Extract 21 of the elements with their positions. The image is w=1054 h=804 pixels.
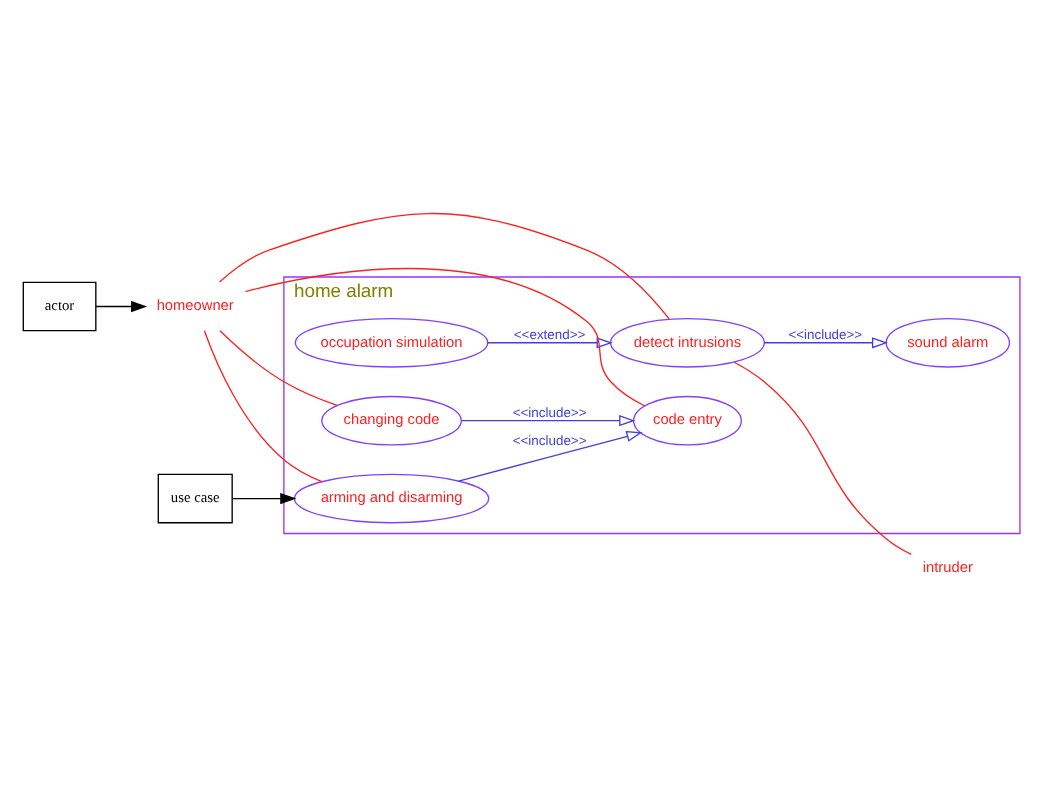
arrow xyxy=(487,336,613,348)
arrow xyxy=(460,414,636,426)
connector xyxy=(244,266,646,406)
node-box: use case xyxy=(157,472,233,523)
node-ellipse: code entry xyxy=(632,394,742,445)
arrow xyxy=(458,429,643,481)
node-ellipse: sound alarm xyxy=(885,316,1011,367)
connector xyxy=(733,360,912,555)
connector xyxy=(218,211,670,319)
node-box: actor xyxy=(22,280,97,331)
node-ellipse: occupation simulation xyxy=(294,316,489,367)
node-ellipse: arming and disarming xyxy=(293,472,490,523)
arrow xyxy=(231,491,297,504)
node-text: homeowner xyxy=(156,295,234,314)
connector xyxy=(203,329,323,482)
connector xyxy=(219,329,338,406)
node-text: intruder xyxy=(922,557,973,576)
node-ellipse: detect intrusions xyxy=(609,316,766,367)
arrow xyxy=(763,336,889,348)
node-ellipse: changing code xyxy=(321,394,462,445)
arrow xyxy=(95,299,148,312)
